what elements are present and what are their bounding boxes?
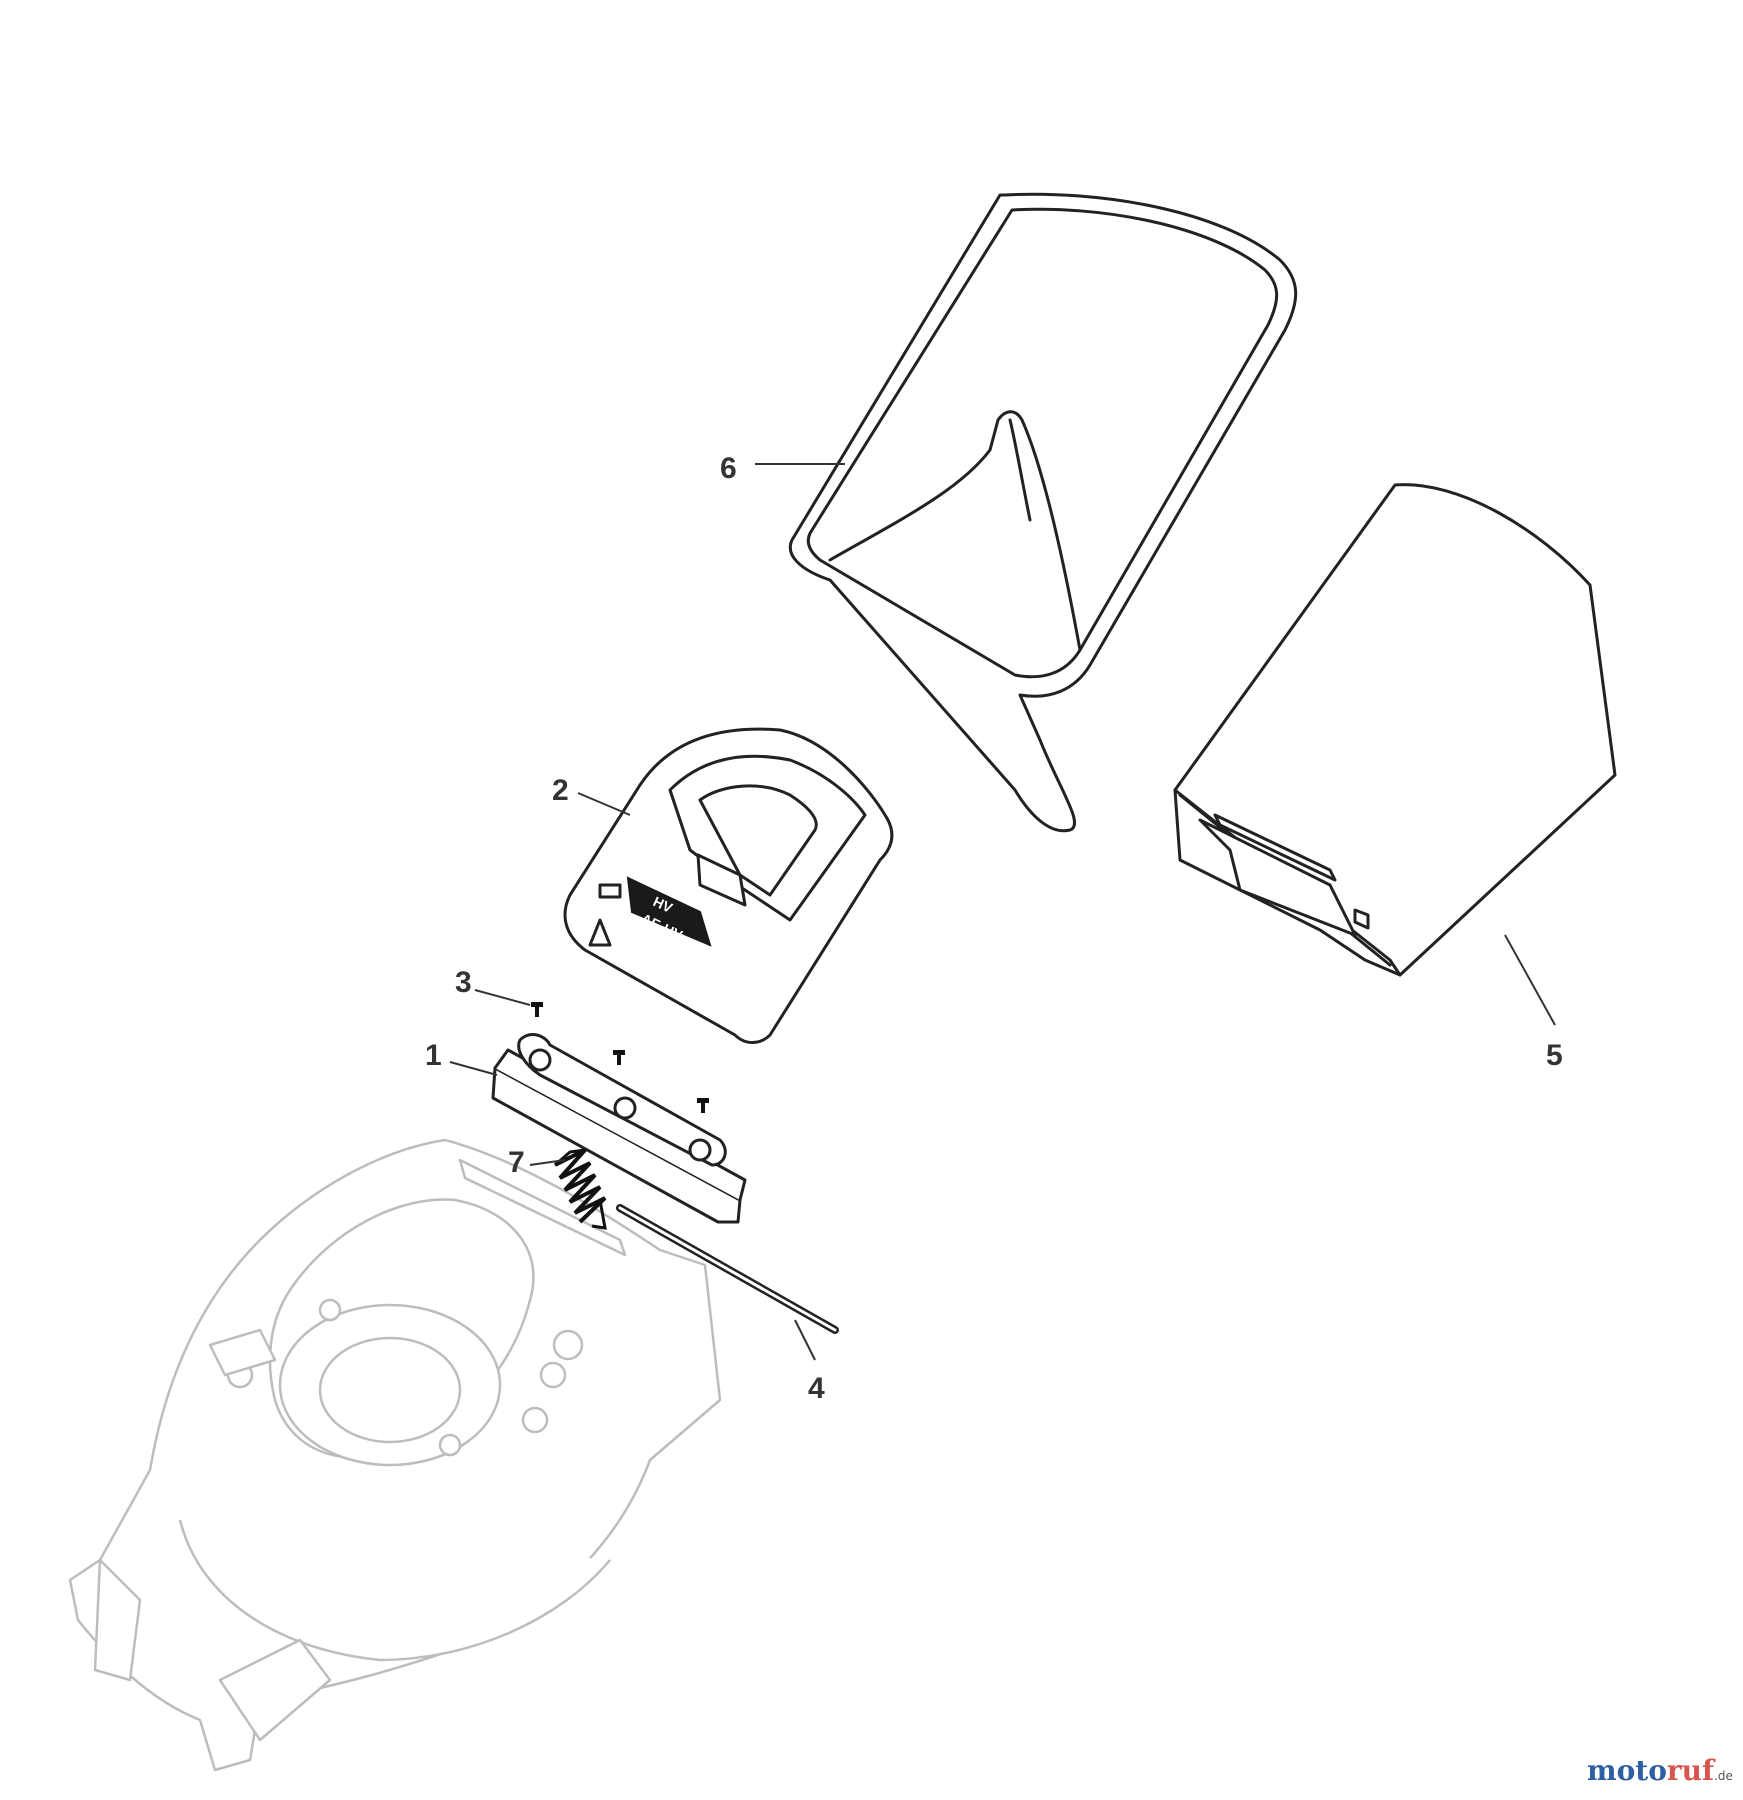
mower-deck — [68, 1138, 722, 1772]
screw-c — [697, 1098, 709, 1113]
callout-1: 1 — [425, 1039, 442, 1072]
callout-3: 3 — [455, 966, 472, 999]
leader-lines — [449, 463, 1556, 1361]
leader-2 — [577, 792, 631, 816]
part-2-deflector-cover: HV AE-UV — [563, 727, 894, 1044]
part-5-fabric-bag — [1173, 483, 1617, 977]
watermark-part-2: ruf — [1667, 1754, 1716, 1787]
part-3-screws — [531, 1002, 709, 1113]
screw-b — [613, 1050, 625, 1065]
callouts: 6 2 3 1 7 4 5 — [425, 452, 1563, 1405]
callout-5: 5 — [1546, 1039, 1563, 1072]
callout-2: 2 — [552, 774, 569, 807]
watermark-logo: motoruf.de — [1587, 1754, 1733, 1787]
leader-3 — [474, 989, 531, 1006]
watermark-suffix: .de — [1714, 1769, 1733, 1783]
leader-5 — [1504, 934, 1556, 1026]
screw-a — [531, 1002, 543, 1017]
callout-4: 4 — [808, 1372, 825, 1405]
watermark-part-1: moto — [1587, 1754, 1667, 1787]
part-6-catcher-frame — [788, 192, 1298, 833]
svg-text:motoruf.de: motoruf.de — [1587, 1754, 1733, 1787]
leader-4 — [794, 1319, 816, 1361]
leader-1 — [449, 1061, 498, 1076]
leader-7 — [529, 1159, 566, 1166]
deflector-decal: HV AE-UV — [626, 876, 712, 947]
callout-6: 6 — [720, 452, 737, 485]
callout-7: 7 — [508, 1146, 525, 1179]
decal-line-1: HV — [651, 893, 676, 916]
part-4-rod — [616, 1204, 839, 1334]
part-1-hinge-bracket — [491, 1033, 747, 1224]
